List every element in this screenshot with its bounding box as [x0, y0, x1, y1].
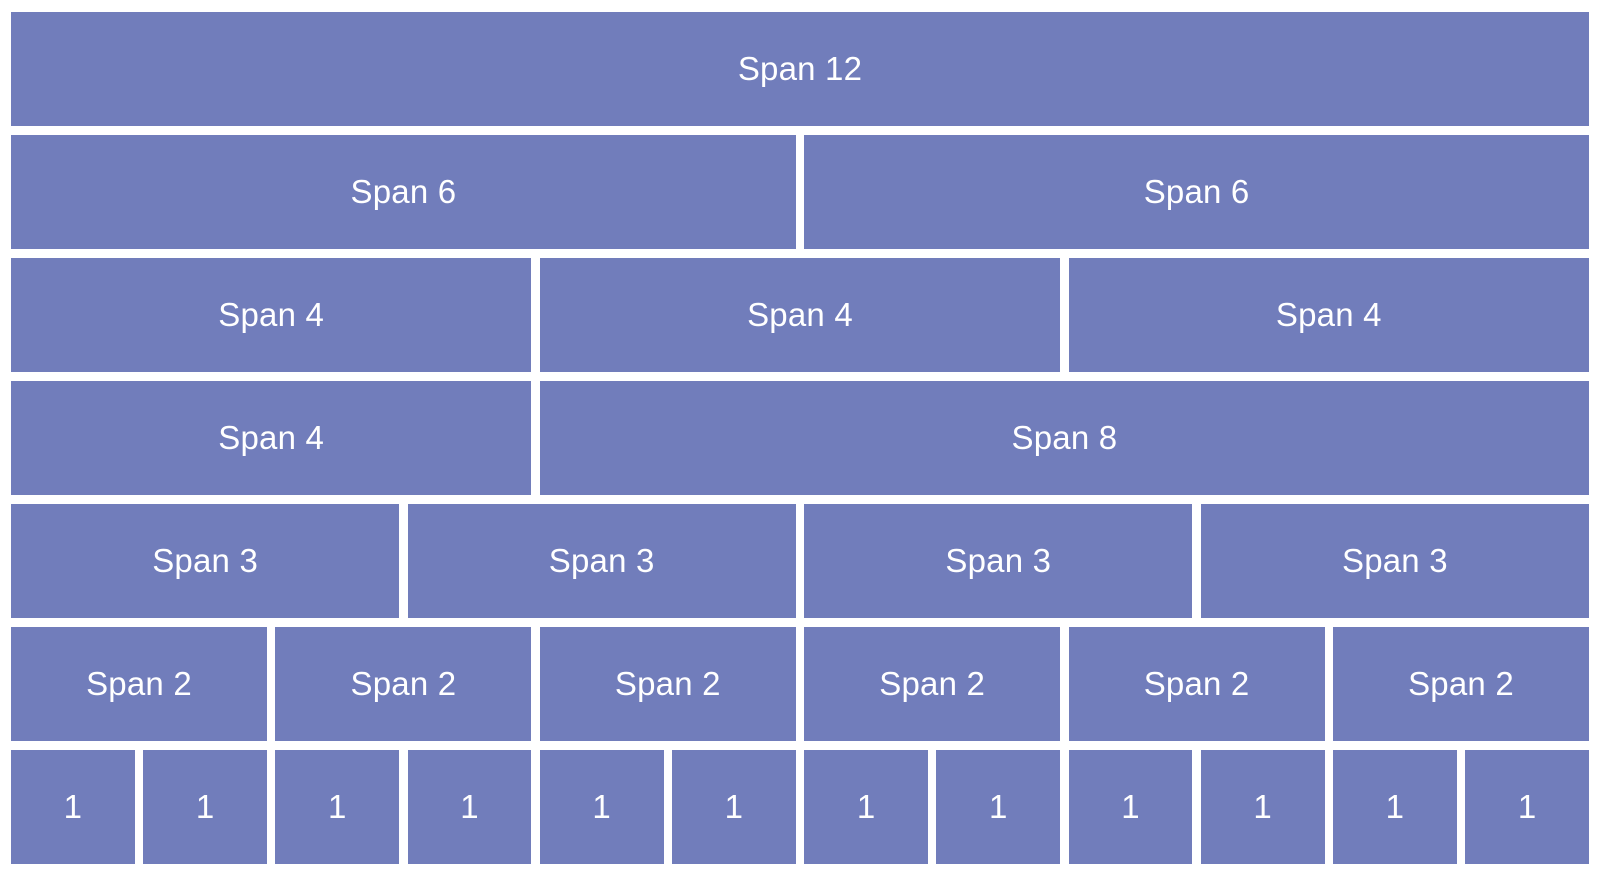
grid-cell-span-1: 1	[539, 750, 664, 864]
grid-cell-span-4: Span 4	[539, 258, 1061, 372]
grid-cell-span-3: Span 3	[804, 504, 1193, 618]
grid-cell-span-1: 1	[671, 750, 796, 864]
grid-cell-span-1: 1	[804, 750, 928, 864]
grid-cell-span-1: 1	[1465, 750, 1589, 864]
grid-cell-span-2: Span 2	[804, 627, 1061, 741]
grid-cell-span-3: Span 3	[1200, 504, 1589, 618]
grid-cell-span-1: 1	[275, 750, 400, 864]
grid-cell-span-1: 1	[936, 750, 1061, 864]
grid-cell-span-8: Span 8	[539, 381, 1589, 495]
grid-cell-span-4: Span 4	[11, 381, 532, 495]
grid-cell-span-2: Span 2	[539, 627, 796, 741]
grid-cell-span-2: Span 2	[1068, 627, 1325, 741]
grid-cell-span-3: Span 3	[11, 504, 400, 618]
grid-cell-span-1: 1	[1068, 750, 1193, 864]
grid-cell-span-2: Span 2	[11, 627, 267, 741]
grid-cell-span-1: 1	[1200, 750, 1325, 864]
grid-cell-span-6: Span 6	[804, 135, 1589, 249]
grid-cell-span-3: Span 3	[407, 504, 796, 618]
twelve-column-grid: Span 12 Span 6 Span 6 Span 4 Span 4 Span…	[11, 12, 1589, 864]
grid-cell-span-1: 1	[407, 750, 532, 864]
grid-cell-span-2: Span 2	[1332, 627, 1589, 741]
grid-cell-span-1: 1	[143, 750, 267, 864]
grid-cell-span-12: Span 12	[11, 12, 1589, 126]
grid-cell-span-2: Span 2	[275, 627, 532, 741]
grid-cell-span-1: 1	[11, 750, 135, 864]
grid-cell-span-6: Span 6	[11, 135, 796, 249]
grid-cell-span-4: Span 4	[11, 258, 532, 372]
grid-cell-span-1: 1	[1332, 750, 1457, 864]
grid-cell-span-4: Span 4	[1068, 258, 1589, 372]
